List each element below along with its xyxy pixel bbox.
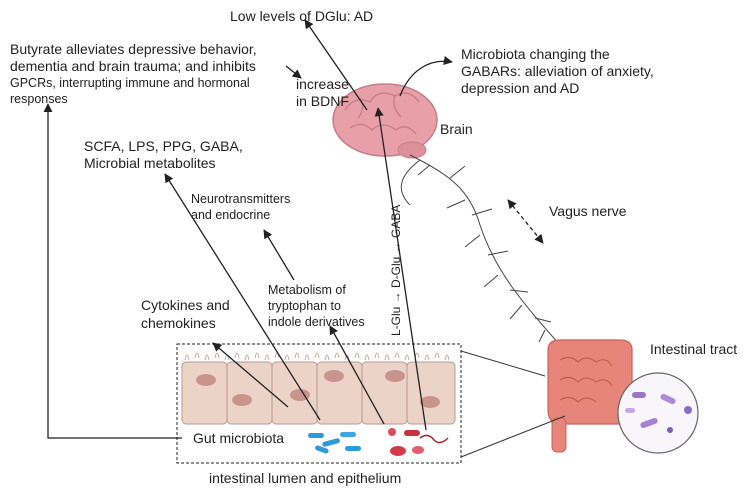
butyrate-label: Butyrate alleviates depressive behavior,… (10, 41, 261, 74)
intestinal-lumen-label: intestinal lumen and epithelium (209, 470, 401, 486)
cytokines-label: Cytokines and chemokines (141, 297, 234, 331)
vagus-nerve-illustration (400, 154, 561, 346)
intestinal-tract-label: Intestinal tract (650, 341, 737, 357)
glu-pathway-label: L-Glu → D-Glu → GABA (389, 205, 403, 336)
butyrate-label-continued: GPCRs, interrupting immune and hormonal … (10, 76, 253, 106)
neurotransmitters-label: Neurotransmitters and endocrine (191, 192, 294, 222)
brain-illustration (332, 83, 438, 159)
epithelium-panel (176, 343, 462, 464)
gut-bacteria (308, 428, 449, 456)
intestinal-tract-illustration (547, 339, 633, 453)
low-dglu-label: Low levels of DGlu: AD (230, 8, 373, 24)
microbiota-zoom-circle (617, 372, 699, 454)
gut-microbiota-label: Gut microbiota (193, 430, 284, 446)
scfa-label: SCFA, LPS, PPG, GABA, Microbial metaboli… (84, 138, 247, 171)
microbiota-gabar-label: Microbiota changing the GABARs: alleviat… (461, 46, 658, 96)
brain-label: Brain (440, 121, 473, 137)
vagus-nerve-label: Vagus nerve (549, 203, 627, 219)
increase-bdnf-label: increase in BDNF (296, 76, 353, 109)
arrows (43, 19, 453, 439)
metabolism-label: Metabolism of tryptophan to indole deriv… (268, 283, 365, 329)
